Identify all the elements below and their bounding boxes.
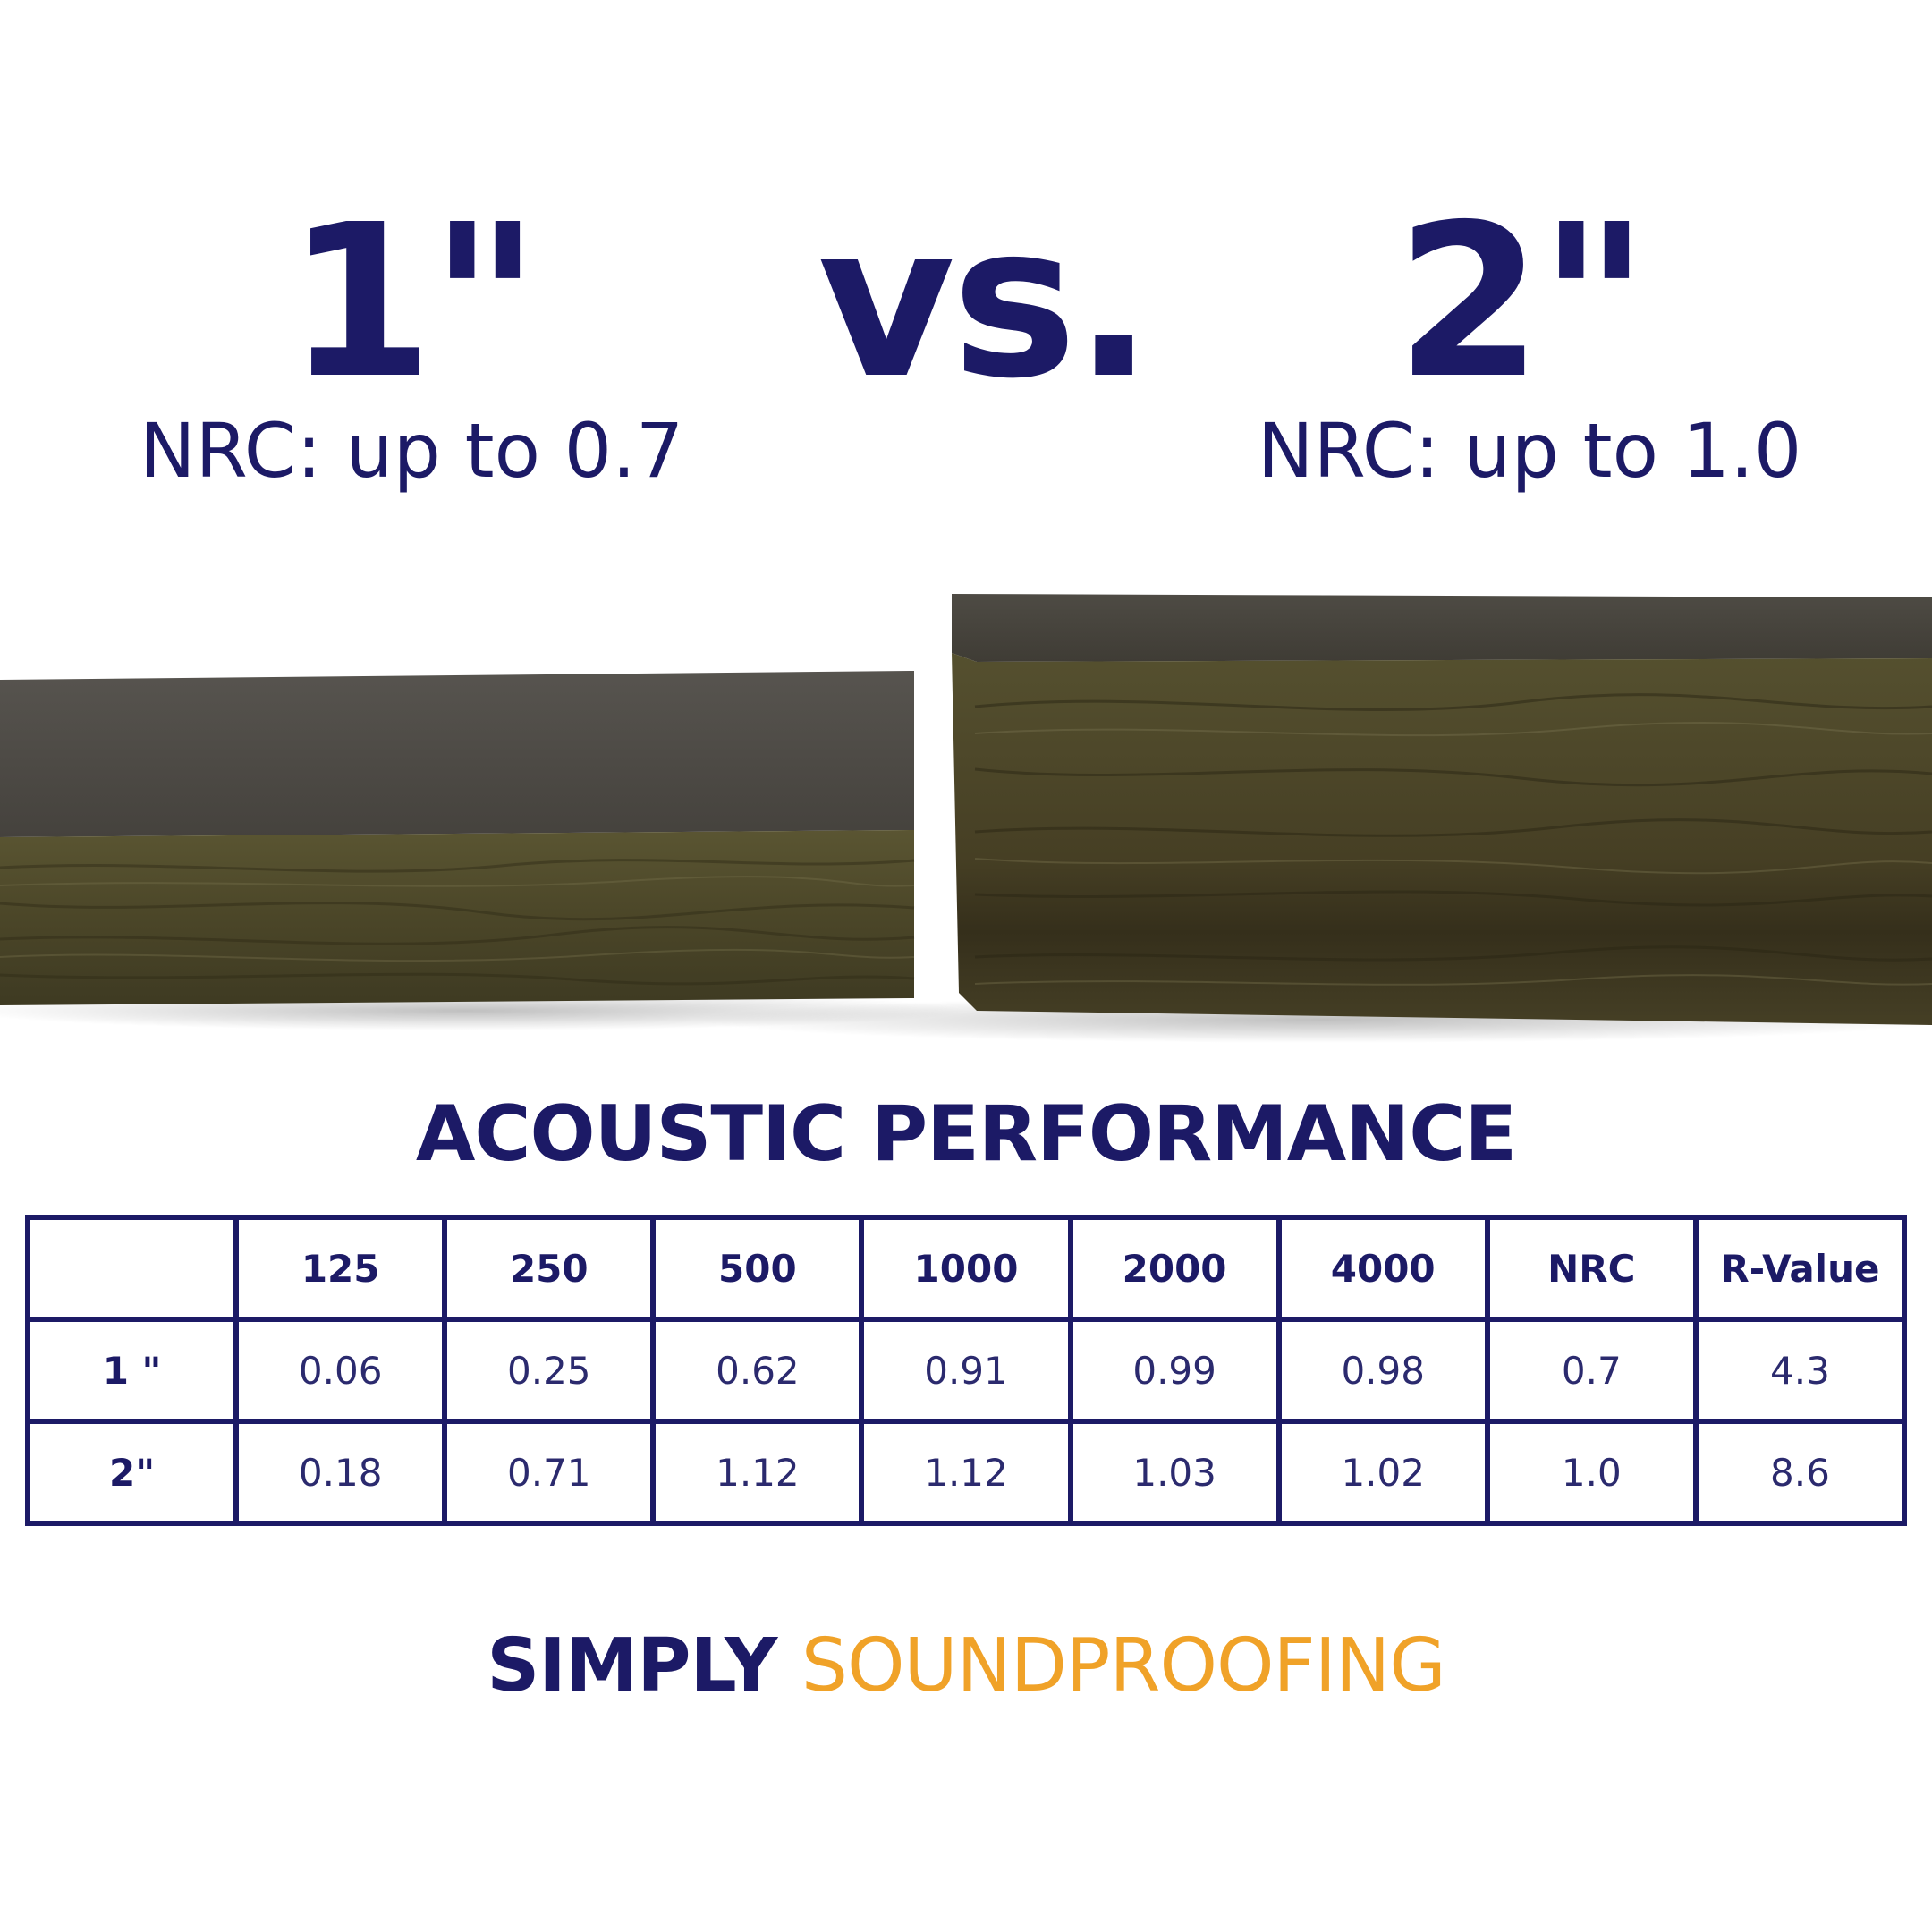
table-cell: 1.0 <box>1484 1419 1699 1526</box>
table-cell: 0.25 <box>442 1317 657 1424</box>
brand-second-word: SOUNDPROOFING <box>801 1623 1446 1708</box>
insulation-panels-photo <box>0 594 1932 1043</box>
brand-first-word: SIMPLY <box>487 1623 777 1708</box>
table-cell: 1.12 <box>859 1419 1073 1526</box>
row-label: 1 " <box>24 1317 240 1424</box>
two-inch-panel <box>952 594 1932 1025</box>
right-panel-edge <box>952 653 1932 1025</box>
table-row: 2" 0.18 0.71 1.12 1.12 1.03 1.02 1.0 8.6 <box>24 1419 1908 1526</box>
left-thickness-label: 1" <box>286 179 539 425</box>
table-header-cell: 2000 <box>1067 1215 1282 1322</box>
table-cell: 0.98 <box>1275 1317 1490 1424</box>
table-cell: 0.18 <box>233 1419 448 1526</box>
table-cell: 1.03 <box>1067 1419 1282 1526</box>
table-cell: 0.99 <box>1067 1317 1282 1424</box>
right-thickness-label: 2" <box>1395 179 1648 425</box>
table-header-cell: 250 <box>442 1215 657 1322</box>
row-label: 2" <box>24 1419 240 1526</box>
table-cell: 8.6 <box>1692 1419 1908 1526</box>
right-panel-top <box>952 594 1932 662</box>
table-cell: 0.71 <box>442 1419 657 1526</box>
table-header-cell: 1000 <box>859 1215 1073 1322</box>
table-row: 1 " 0.06 0.25 0.62 0.91 0.99 0.98 0.7 4.… <box>24 1317 1908 1424</box>
table-header-cell: 125 <box>233 1215 448 1322</box>
table-header-cell: NRC <box>1484 1215 1699 1322</box>
right-nrc-label: NRC: up to 1.0 <box>1257 407 1802 495</box>
table-header-cell: 500 <box>650 1215 865 1322</box>
table-header-cell: R-Value <box>1692 1215 1908 1322</box>
table-cell: 4.3 <box>1692 1317 1908 1424</box>
table-cell: 1.12 <box>650 1419 865 1526</box>
versus-label: vs. <box>818 179 1154 425</box>
table-header-cell <box>24 1215 240 1322</box>
table-cell: 0.62 <box>650 1317 865 1424</box>
left-nrc-label: NRC: up to 0.7 <box>139 407 684 495</box>
table-header-cell: 4000 <box>1275 1215 1490 1322</box>
table-cell: 0.91 <box>859 1317 1073 1424</box>
table-header-row: 125 250 500 1000 2000 4000 NRC R-Value <box>24 1215 1908 1322</box>
left-panel-top <box>0 671 914 837</box>
one-inch-panel <box>0 671 915 1005</box>
table-cell: 0.7 <box>1484 1317 1699 1424</box>
left-panel-edge <box>0 830 914 1005</box>
table-cell: 1.02 <box>1275 1419 1490 1526</box>
acoustic-performance-table: 125 250 500 1000 2000 4000 NRC R-Value 1… <box>24 1215 1908 1526</box>
section-title: ACOUSTIC PERFORMANCE <box>415 1089 1517 1179</box>
brand-logo: SIMPLY SOUNDPROOFING <box>0 1630 1932 1703</box>
table-cell: 0.06 <box>233 1317 448 1424</box>
